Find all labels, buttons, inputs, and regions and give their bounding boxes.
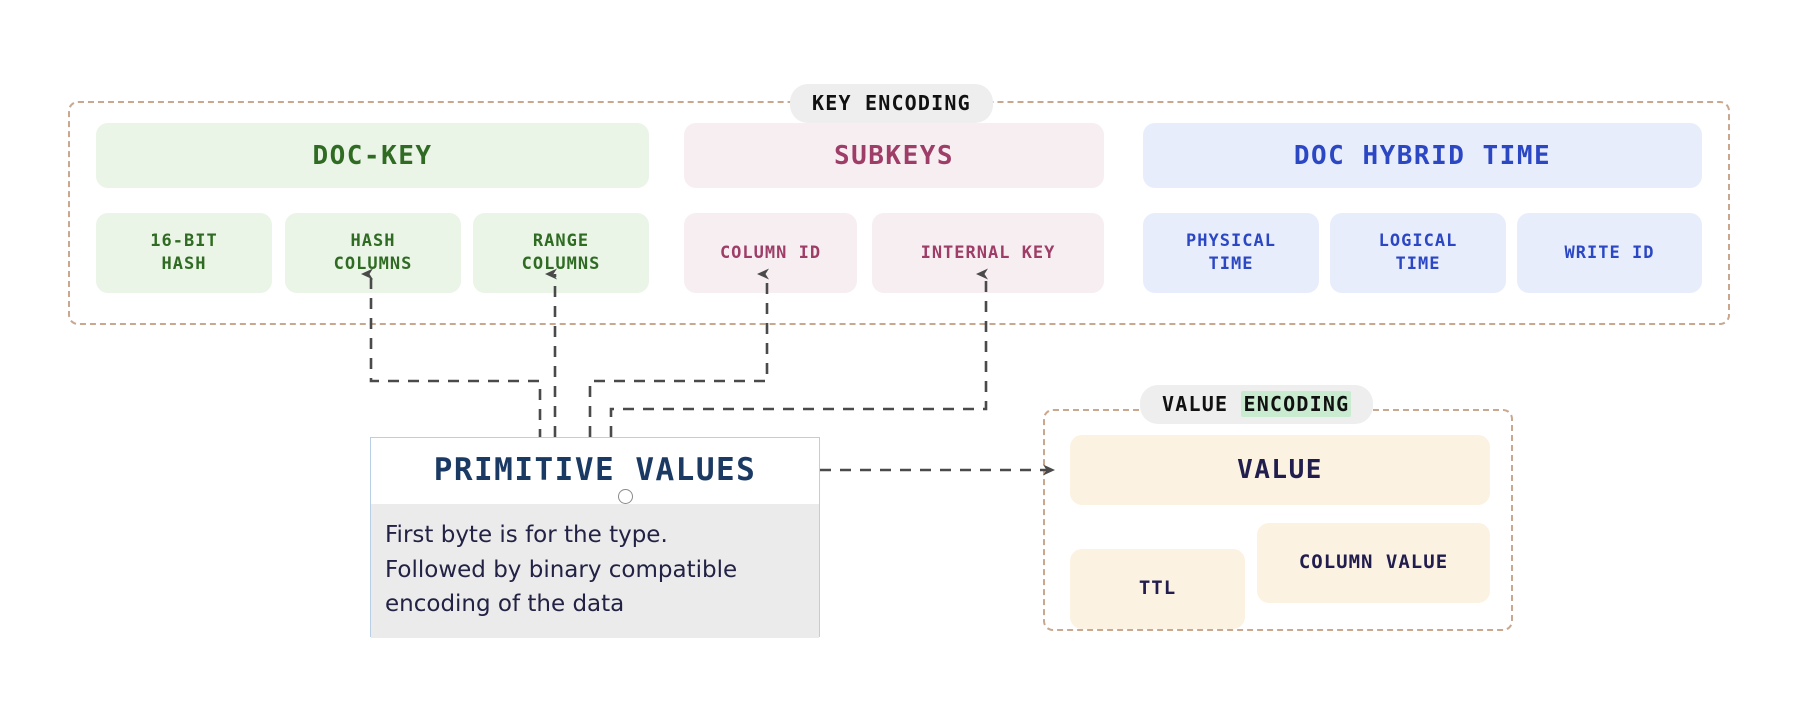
doc-hybrid-time-item-logical-time: LOGICAL TIME: [1330, 213, 1506, 293]
doc-key-item-16-bit-hash: 16-BIT HASH: [96, 213, 272, 293]
doc-hybrid-time-item-physical-time: PHYSICAL TIME: [1143, 213, 1319, 293]
doc-key-header: DOC-KEY: [96, 123, 649, 188]
key-encoding-label: KEY ENCODING: [790, 84, 993, 123]
connector-column-id: [588, 268, 769, 437]
subkeys-header: SUBKEYS: [684, 123, 1104, 188]
subkeys-item-internal-key: INTERNAL KEY: [872, 213, 1104, 293]
value-header: VALUE: [1070, 435, 1490, 505]
primitive-values-note: PRIMITIVE VALUES First byte is for the t…: [370, 437, 820, 638]
value-item-column-value: COLUMN VALUE: [1257, 523, 1490, 603]
doc-key-item-hash-columns: HASH COLUMNS: [285, 213, 461, 293]
subkeys-item-column-id: COLUMN ID: [684, 213, 857, 293]
primitive-values-anchor-handle[interactable]: [618, 489, 633, 504]
connector-internal-key: [609, 268, 988, 437]
doc-key-item-range-columns: RANGE COLUMNS: [473, 213, 649, 293]
doc-hybrid-time-header: DOC HYBRID TIME: [1143, 123, 1702, 188]
value-encoding-label-highlight: ENCODING: [1241, 391, 1352, 417]
connector-hash-columns: [361, 268, 542, 440]
doc-hybrid-time-item-write-id: WRITE ID: [1517, 213, 1702, 293]
value-item-ttl: TTL: [1070, 549, 1245, 629]
value-encoding-label: VALUE ENCODING: [1140, 385, 1374, 424]
primitive-values-body: First byte is for the type. Followed by …: [371, 504, 819, 638]
primitive-values-title: PRIMITIVE VALUES: [433, 452, 757, 488]
